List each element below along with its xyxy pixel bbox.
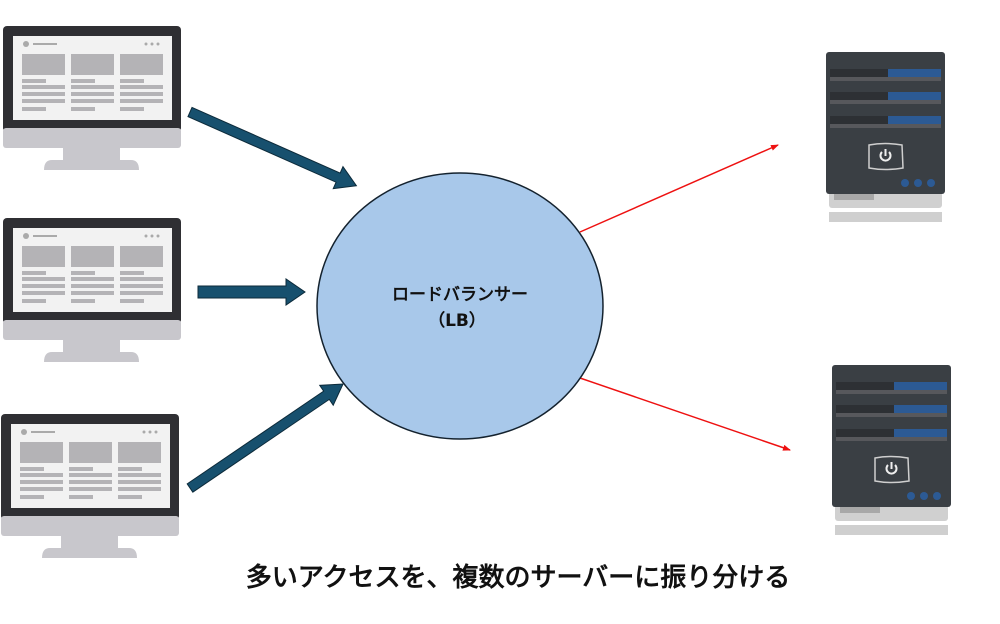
client-arrow-1 — [187, 106, 358, 190]
server-arrow-2 — [579, 377, 791, 451]
client-arrow-2 — [197, 278, 306, 306]
load-balancer-node — [316, 172, 604, 440]
client-arrow-3 — [186, 383, 344, 493]
diagram-caption: 多いアクセスを、複数のサーバーに振り分ける — [246, 562, 790, 593]
client-computer-1 — [3, 26, 181, 170]
load-balancer-abbr: （LB） — [428, 310, 486, 331]
client-computer-2 — [3, 218, 181, 362]
server-1 — [825, 51, 946, 223]
server-arrow-1 — [579, 144, 779, 233]
load-balancer-label: ロードバランサー — [392, 285, 528, 305]
client-computer-3 — [1, 414, 179, 558]
server-2 — [831, 364, 952, 536]
